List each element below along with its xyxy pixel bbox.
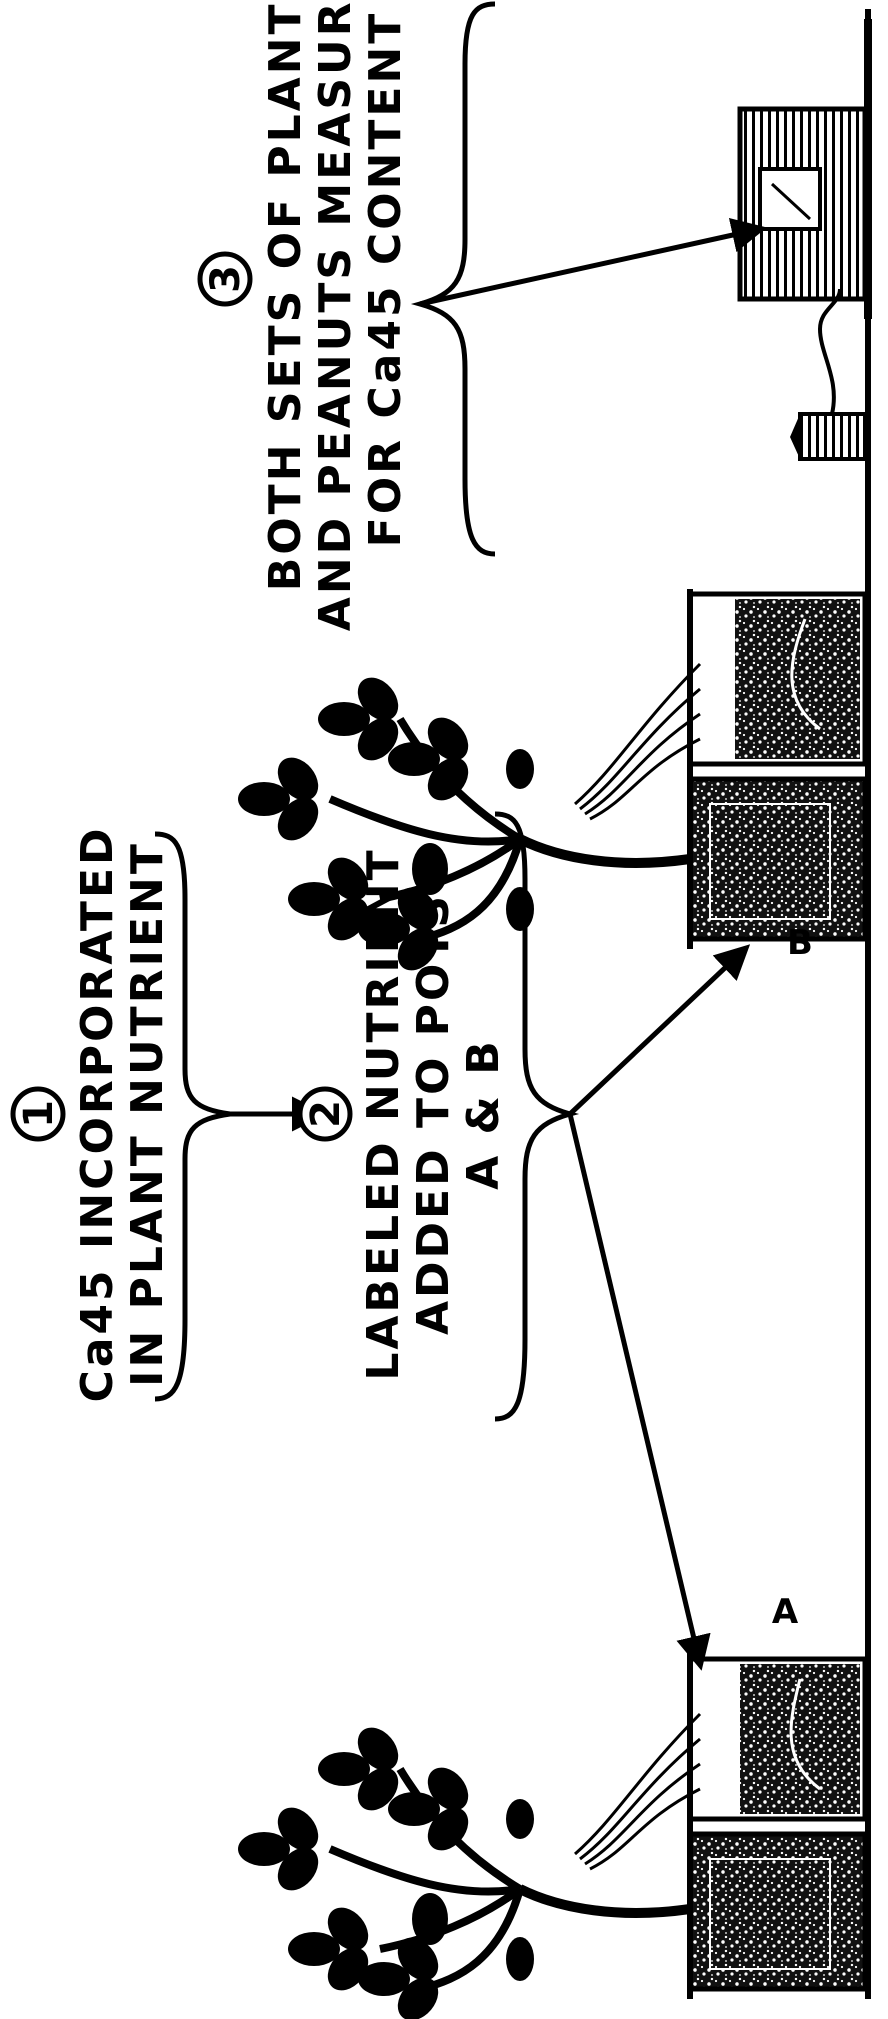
- step-3-line-1: BOTH SETS OF PLANTS: [260, 0, 311, 591]
- step-3-number: 3: [203, 265, 249, 293]
- step-1-line-2: IN PLANT NUTRIENT: [122, 841, 173, 1387]
- soil-pot-icon: [687, 591, 868, 767]
- peanut-plant-icon: [238, 1719, 691, 2019]
- step-1-line-1: Ca45 INCORPORATED: [72, 825, 123, 1402]
- step-3-number-badge: [197, 251, 253, 307]
- step-2-number-badge: [297, 1086, 353, 1142]
- step-3-line-2: AND PEANUTS MEASURED: [310, 0, 361, 631]
- plant-set-a: A: [238, 1592, 868, 2019]
- step-3: 3 BOTH SETS OF PLANTS AND PEANUTS MEASUR…: [197, 0, 411, 631]
- step-1: 1 Ca45 INCORPORATED IN PLANT NUTRIENT: [10, 825, 173, 1403]
- soil-pot-icon: [687, 1831, 868, 1992]
- pot-a-label: A: [772, 1592, 799, 1632]
- pot-b-label: B: [787, 923, 813, 963]
- soil-pot-icon: [687, 776, 868, 942]
- radiation-probe-icon: [790, 288, 867, 461]
- step-2-connector: [494, 811, 751, 1671]
- plant-set-b: B: [238, 589, 868, 979]
- step-1-number: 1: [16, 1100, 62, 1128]
- soil-pot-icon: [687, 1656, 868, 1822]
- step-2-line-1: LABELED NUTRIENT: [358, 847, 409, 1380]
- step-1-connector: [154, 831, 327, 1402]
- peanut-plant-icon: [238, 669, 691, 979]
- step-2-line-3: A & B: [458, 1038, 509, 1190]
- step-3-connector: [410, 1, 767, 557]
- step-3-line-3: FOR Ca45 CONTENT: [360, 11, 411, 548]
- step-2-line-2: ADDED TO POTS: [408, 893, 459, 1335]
- step-2: 2 LABELED NUTRIENT ADDED TO POTS A & B: [297, 847, 509, 1381]
- step-1-number-badge: [10, 1086, 66, 1142]
- geiger-counter-icon: [737, 19, 872, 319]
- step-2-number: 2: [303, 1100, 349, 1128]
